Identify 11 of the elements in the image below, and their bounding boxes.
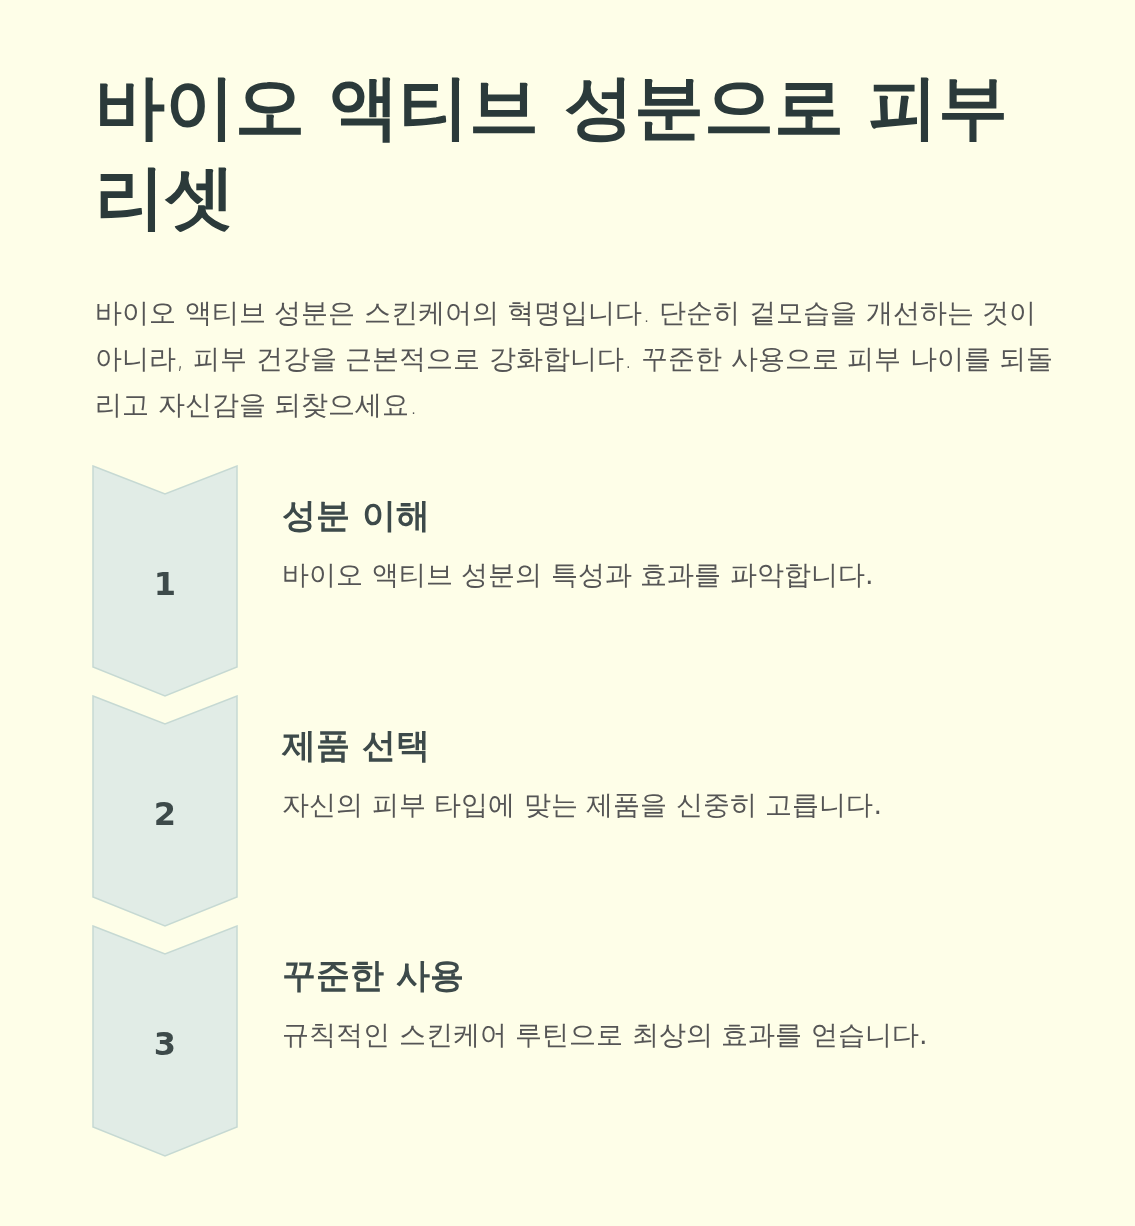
step-number: 3 xyxy=(152,1025,178,1063)
step-number: 2 xyxy=(152,795,178,833)
step-description: 바이오 액티브 성분의 특성과 효과를 파악합니다. xyxy=(282,558,874,592)
step-number: 1 xyxy=(152,565,178,603)
step-description: 자신의 피부 타입에 맞는 제품을 신중히 고릅니다. xyxy=(282,788,883,822)
step-heading: 제품 선택 xyxy=(282,724,430,767)
page-title: 바이오 액티브 성분으로 피부 리셋 xyxy=(95,65,1010,240)
step-heading: 성분 이해 xyxy=(282,494,430,537)
intro-paragraph: 바이오 액티브 성분은 스킨케어의 혁명입니다. 단순히 겉모습을 개선하는 것이 아니라, 피부 건강을 근본적으로 강화합니다. 꾸준한 사용으로 피부 나이를 되돌리고 자신감을 되찾으세요. xyxy=(95,296,1055,422)
step-heading: 꾸준한 사용 xyxy=(282,954,464,997)
step-description: 규칙적인 스킨케어 루틴으로 최상의 효과를 얻습니다. xyxy=(282,1018,928,1052)
